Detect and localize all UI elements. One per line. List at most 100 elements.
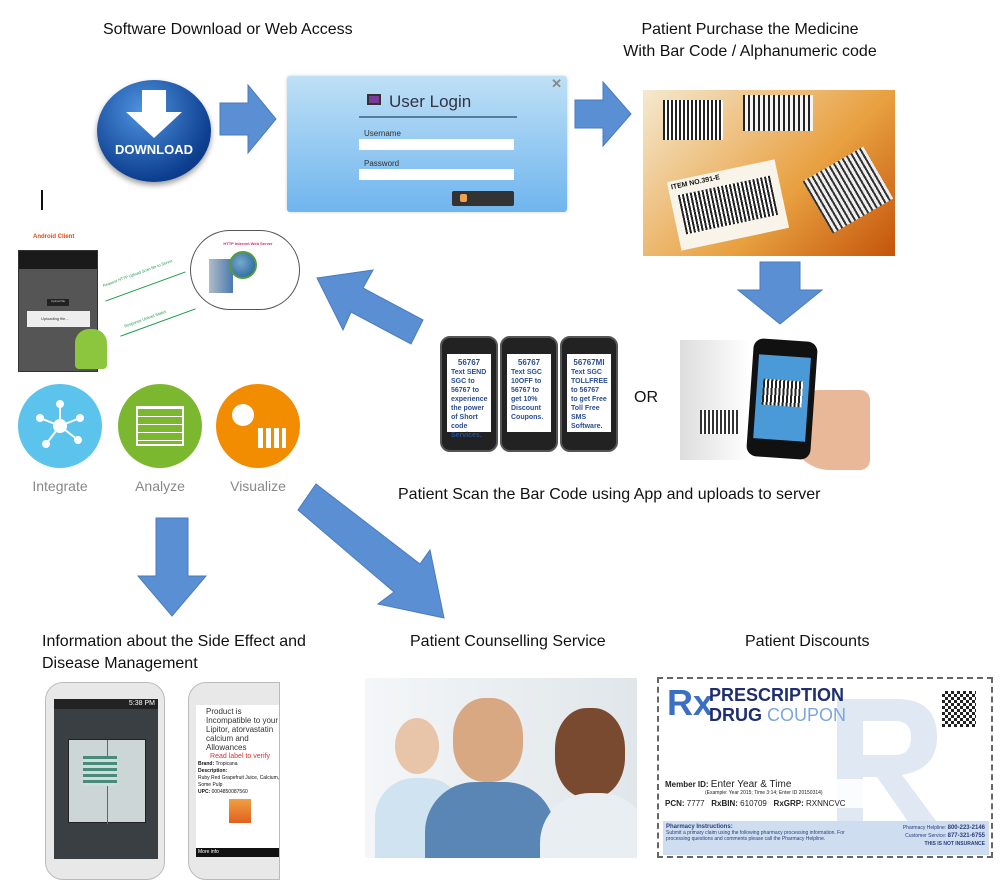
barcode	[802, 146, 894, 234]
username-label: Username	[364, 129, 401, 138]
scan-frame	[68, 739, 146, 824]
password-input[interactable]	[359, 169, 514, 180]
juice-carton-image	[229, 799, 251, 823]
arrow-diagonal-counselling	[297, 483, 445, 619]
caption-side-effect: Information about the Side Effect and Di…	[42, 631, 306, 675]
helpline-number: 800-223-2146	[947, 825, 985, 831]
description-value: Ruby Red Grapefruit Juice, Calcium, Some…	[198, 775, 280, 788]
smartphone	[745, 337, 819, 461]
barcode	[663, 100, 723, 140]
user-icon	[460, 194, 467, 202]
sms-code: 56767MI	[573, 358, 605, 367]
spreadsheet-icon	[136, 406, 184, 446]
analyze-label: Analyze	[135, 478, 185, 494]
title-divider	[359, 116, 517, 118]
info-phones-image: 5:38 PM Product is Incompatible to your …	[45, 682, 280, 880]
request-arrow	[105, 271, 186, 302]
close-icon[interactable]: ✕	[551, 76, 562, 91]
result-phone: Product is Incompatible to your Lipitor,…	[188, 682, 280, 880]
integrate-icon	[18, 384, 102, 468]
analyze-icon	[118, 384, 202, 468]
monitor-icon	[367, 94, 381, 105]
caption-download: Software Download or Web Access	[103, 21, 353, 38]
incompatible-warning: Product is Incompatible to your Lipitor,…	[206, 707, 279, 752]
person-left	[395, 718, 439, 774]
pie-chart-icon	[232, 404, 254, 426]
android-phone: Upload file Uploading file...	[18, 250, 107, 372]
coupon-title-coupon: COUPON	[767, 705, 847, 725]
coupon-title-drug: DRUG	[709, 705, 762, 725]
android-logo-icon	[75, 329, 107, 369]
arrow-down-info	[136, 517, 208, 617]
barcode	[743, 95, 813, 131]
coupon-title-1: PRESCRIPTION	[709, 685, 845, 705]
qr-code	[942, 691, 976, 727]
sms-text: Text SEND SGC to 56767 to experience the…	[451, 369, 488, 439]
login-dialog: ✕ User Login Username Password	[287, 76, 567, 212]
person-center	[453, 698, 523, 782]
arrow-right-1	[219, 83, 277, 155]
pharmacy-instructions: Pharmacy Instructions:Submit a primary c…	[663, 821, 989, 855]
request-label: Request HTTP Upload Scan file to Server	[102, 257, 174, 288]
instructions-text: Submit a primary claim using the followi…	[666, 830, 845, 842]
upc-value: 0004850087560	[211, 789, 248, 795]
barcode	[761, 378, 804, 408]
login-title: User Login	[389, 92, 472, 111]
medicine-box	[680, 340, 750, 460]
rxbin-value: 610709	[740, 799, 767, 808]
rxbin-label: RxBIN:	[711, 799, 738, 808]
text-cursor	[41, 190, 43, 210]
web-server-cloud: HTTP Internet Web Server	[190, 230, 300, 310]
download-button[interactable]: DOWNLOAD	[97, 80, 211, 182]
member-section: Member ID: Enter Year & Time (Example: Y…	[665, 779, 875, 808]
password-label: Password	[364, 159, 400, 168]
barcode-bottles-image: ITEM NO.391-E	[643, 90, 895, 256]
pcn-value: 7777	[686, 799, 705, 808]
download-arrow-icon	[126, 90, 182, 138]
not-insurance: THIS IS NOT INSURANCE	[924, 841, 985, 847]
download-label: DOWNLOAD	[115, 142, 193, 157]
username-input[interactable]	[359, 139, 514, 150]
caption-or: OR	[634, 389, 658, 406]
more-info-button[interactable]: More info	[196, 848, 279, 857]
response-label: Response Upload Status	[123, 308, 167, 329]
caption-purchase-line1: Patient Purchase the Medicine	[641, 21, 859, 38]
caption-discounts: Patient Discounts	[745, 633, 870, 650]
upc-label: UPC:	[198, 789, 211, 795]
upload-file-button: Upload file	[47, 299, 69, 306]
scanner-phone: 5:38 PM	[45, 682, 165, 880]
bar-chart-icon	[258, 428, 286, 448]
android-client-label: Android Client	[33, 234, 75, 240]
service-number: 877-321-6755	[947, 833, 985, 839]
login-button[interactable]	[452, 191, 514, 206]
member-id-value: Enter Year & Time	[710, 779, 792, 790]
read-label: Read label to verify	[210, 753, 270, 760]
globe-icon	[229, 251, 257, 279]
rx-watermark	[837, 699, 957, 849]
caption-counselling: Patient Counselling Service	[410, 633, 606, 650]
rx-logo: Rx	[667, 682, 714, 723]
barcode	[700, 410, 740, 434]
rxgrp-label: RxGRP:	[773, 799, 804, 808]
description-label: Description:	[198, 768, 228, 774]
instructions-title: Pharmacy Instructions:	[666, 824, 733, 830]
arrow-down-scan	[736, 261, 824, 325]
coupon-title-2: DRUG COUPON	[709, 705, 846, 726]
label: ITEM NO.391-E	[666, 159, 790, 251]
network-icon	[36, 400, 84, 448]
helpline-label: Pharmacy Helpline:	[902, 825, 947, 831]
member-id-example: (Example: Year 2015; Time 3:14; Enter ID…	[705, 790, 823, 796]
arrow-up-left-server	[316, 269, 424, 345]
member-id-label: Member ID:	[665, 780, 709, 789]
camera-view	[54, 709, 158, 859]
scan-app-image	[680, 330, 870, 470]
integrate-label: Integrate	[32, 478, 88, 494]
caption-scan: Patient Scan the Bar Code using App and …	[398, 486, 821, 503]
result-screen: Product is Incompatible to your Lipitor,…	[196, 705, 280, 857]
brand-label: Brand:	[198, 761, 215, 767]
barcode	[83, 756, 117, 786]
phone-header	[19, 251, 97, 269]
sms-text: Text SGC 10OFF to 56767 to get 10% Disco…	[511, 369, 544, 421]
uploading-dialog: Uploading file...	[27, 311, 90, 327]
